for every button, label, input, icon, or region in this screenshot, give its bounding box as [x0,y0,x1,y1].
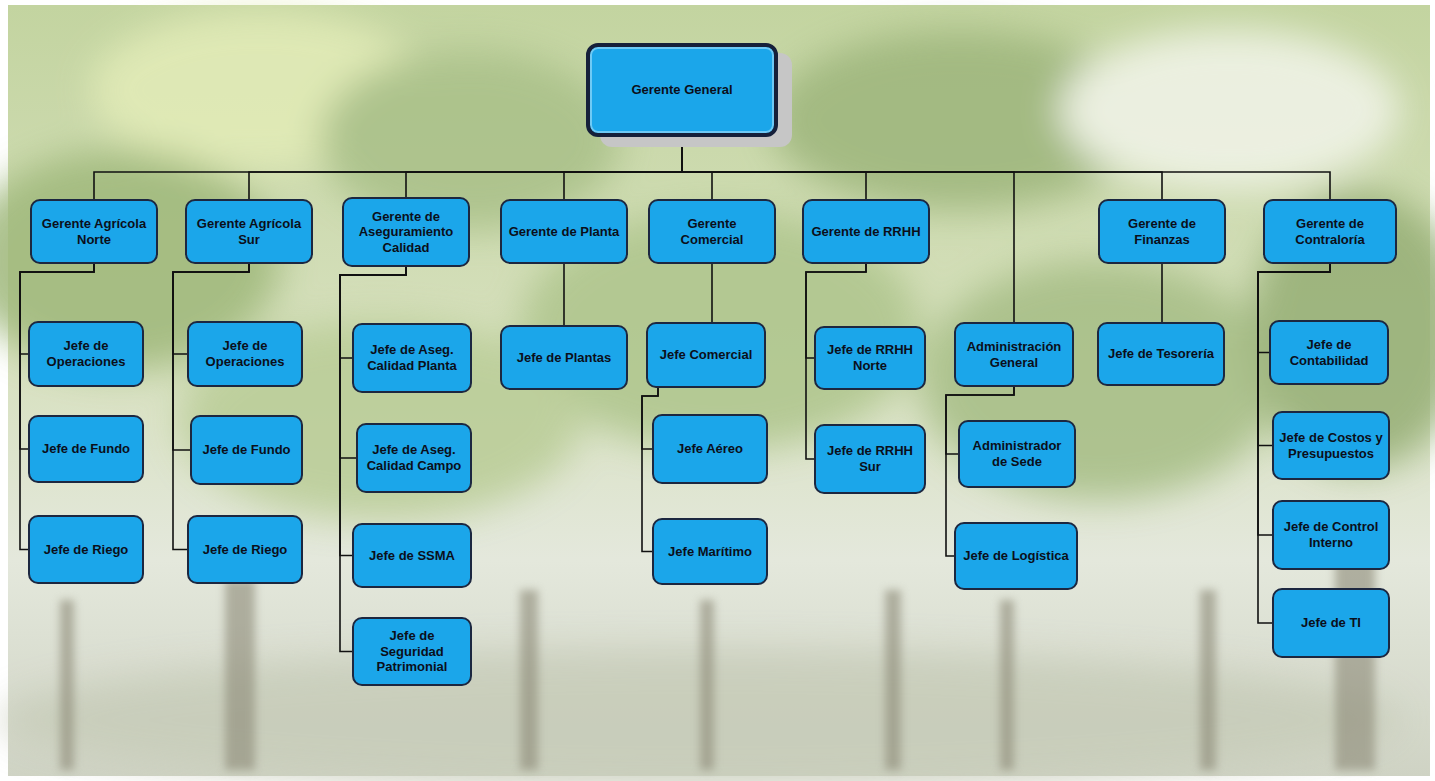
org-box: Gerente de RRHH [802,199,930,264]
box-label: Administrador de Sede [965,438,1069,469]
org-box: Jefe de Aseg. Calidad Planta [352,323,472,393]
connector-line [173,264,249,550]
org-box: Administrador de Sede [958,420,1076,488]
box-label: Gerente de Finanzas [1105,216,1219,247]
box-label: Jefe Marítimo [668,544,752,560]
connector-line [249,137,682,199]
org-box: Jefe de SSMA [352,523,472,588]
org-box: Gerente de Finanzas [1098,199,1226,264]
box-label: Jefe de Control Interno [1279,519,1383,550]
box-label: Jefe de RRHH Norte [821,342,919,373]
box-label: Jefe de Costos y Presupuestos [1279,430,1383,461]
org-box: Jefe de Riego [28,515,144,584]
org-box: Jefe de Fundo [28,415,144,483]
box-label: Jefe de Logística [963,548,1068,564]
box-label: Administración General [961,339,1067,370]
org-box: Jefe de Operaciones [187,321,303,387]
box-label: Gerente Comercial [655,216,769,247]
org-box: Gerente de Aseguramiento Calidad [342,197,470,267]
org-box: Jefe de Tesorería [1097,322,1225,386]
box-label: Jefe de Seguridad Patrimonial [359,628,465,675]
org-box: Administración General [954,322,1074,387]
connector-line [94,137,682,199]
connector-line [564,137,682,199]
box-label: Jefe de Fundo [202,442,290,458]
connector-line [711,264,713,322]
box-label: Jefe de RRHH Sur [821,443,919,474]
org-box: Gerente de Planta [500,199,628,264]
connector-line [340,267,406,556]
org-box: Jefe de RRHH Norte [814,326,926,390]
org-box: Jefe de Costos y Presupuestos [1272,411,1390,480]
org-box: Jefe de Seguridad Patrimonial [352,617,472,686]
connector-line [682,137,866,199]
box-label: Jefe de Fundo [42,441,130,457]
org-box: Jefe de Riego [187,515,303,584]
general-manager-box: Gerente General [586,43,778,137]
org-box: Gerente Agrícola Norte [30,199,158,264]
box-label: Gerente General [631,82,732,98]
connector-line [1161,264,1163,322]
box-label: Gerente de Aseguramiento Calidad [349,209,463,256]
box-label: Jefe de Aseg. Calidad Planta [359,342,465,373]
box-label: Jefe de Tesorería [1108,346,1214,362]
org-box: Jefe Comercial [646,322,766,388]
box-label: Jefe de Contabilidad [1276,337,1382,368]
org-box: Jefe Aéreo [652,414,768,484]
connector-line [20,264,94,550]
box-label: Jefe de Operaciones [35,338,137,369]
org-box: Gerente Comercial [648,199,776,264]
org-box: Jefe Marítimo [652,518,768,585]
connector-line [406,137,682,197]
org-box: Jefe de Fundo [190,415,303,485]
box-label: Gerente de RRHH [811,224,920,240]
org-box: Jefe de Logística [954,522,1078,590]
box-label: Jefe de Riego [203,542,288,558]
org-box: Jefe de Control Interno [1272,500,1390,570]
org-box: Jefe de Aseg. Calidad Campo [356,423,472,493]
org-box: Gerente de Contraloría [1263,199,1397,264]
box-label: Jefe de Riego [44,542,129,558]
box-label: Jefe de SSMA [369,548,455,564]
connector-line [682,137,1162,199]
org-box: Jefe de TI [1272,588,1390,658]
org-box: Jefe de Plantas [500,325,628,390]
connector-line [563,264,565,325]
box-label: Gerente de Planta [509,224,620,240]
box-label: Gerente de Contraloría [1270,216,1390,247]
box-label: Jefe Comercial [660,347,753,363]
box-label: Gerente Agrícola Sur [192,216,306,247]
box-label: Jefe de TI [1301,615,1361,631]
org-box: Jefe de Operaciones [28,321,144,387]
box-label: Jefe de Plantas [517,350,612,366]
box-label: Jefe de Aseg. Calidad Campo [363,442,465,473]
box-label: Gerente Agrícola Norte [37,216,151,247]
box-label: Jefe de Operaciones [194,338,296,369]
connector-line [682,137,1330,199]
org-box: Jefe de RRHH Sur [814,424,926,494]
org-box: Gerente Agrícola Sur [185,199,313,264]
connector-line [682,137,712,199]
box-label: Jefe Aéreo [677,441,743,457]
connector-line [1258,264,1330,535]
org-box: Jefe de Contabilidad [1269,320,1389,385]
